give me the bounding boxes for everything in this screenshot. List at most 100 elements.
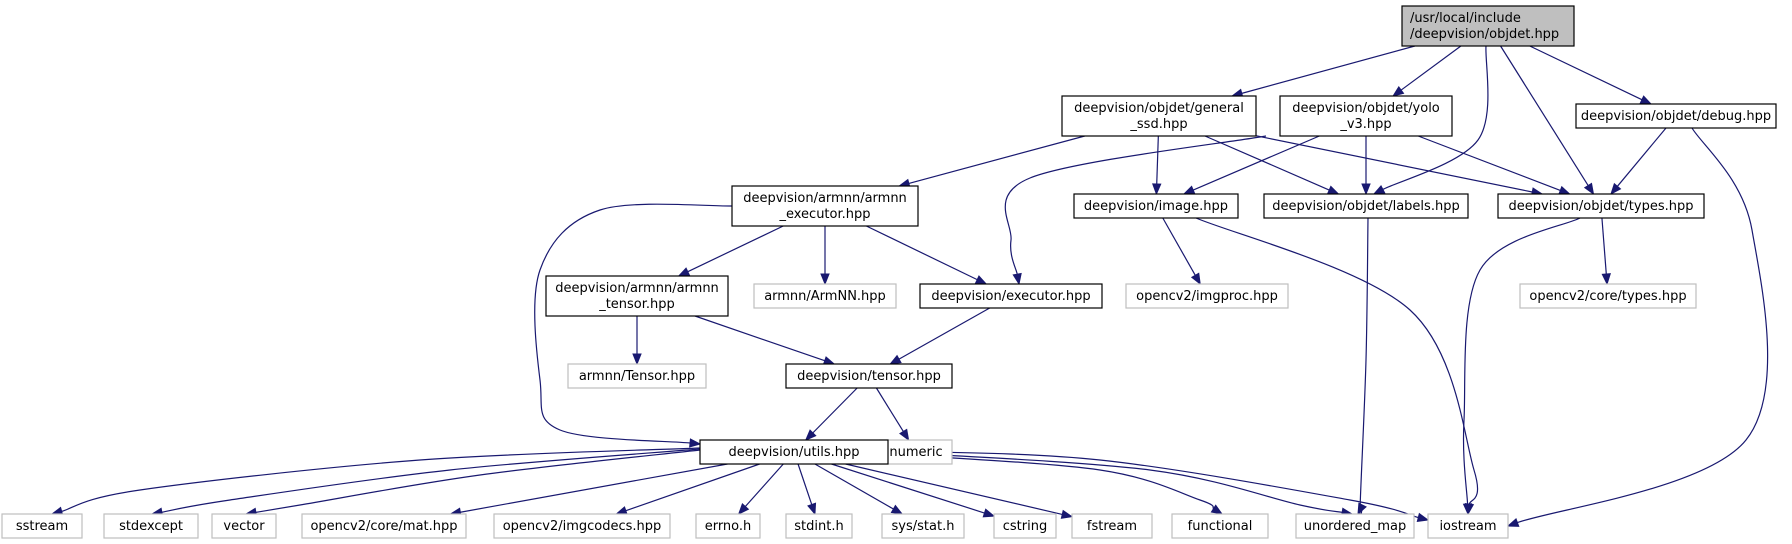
node-label: /usr/local/include [1410, 11, 1521, 26]
arrowhead-icon [1639, 95, 1653, 105]
edge-line [831, 463, 985, 514]
node-label: iostream [1439, 519, 1496, 534]
arrowhead-icon [1372, 184, 1386, 195]
node-box [1519, 283, 1697, 309]
node-general_ssd[interactable]: deepvision/objdet/general_ssd.hpp [1061, 95, 1257, 137]
arrowhead-icon [1601, 273, 1611, 286]
edge-image-to-iostream [1195, 217, 1479, 516]
node-box [493, 513, 671, 539]
edge-line [1517, 127, 1769, 524]
edge-line [1195, 217, 1479, 505]
node-objdet[interactable]: /usr/local/include/deepvision/objdet.hpp [1401, 5, 1575, 47]
node-box [1497, 193, 1705, 219]
node-imgcodecs: opencv2/imgcodecs.hpp [493, 513, 671, 539]
node-armnn_tensor[interactable]: deepvision/armnn/armnn_tensor.hpp [545, 275, 729, 317]
node-box [699, 439, 889, 465]
node-label: armnn/Tensor.hpp [579, 369, 695, 384]
arrowhead-icon [1152, 183, 1162, 196]
node-label: fstream [1087, 519, 1137, 534]
arrowhead-icon [889, 354, 902, 365]
node-imgproc: opencv2/imgproc.hpp [1125, 283, 1289, 309]
node-armnn_executor[interactable]: deepvision/armnn/armnn_executor.hpp [731, 185, 919, 227]
edge-line [814, 463, 894, 510]
node-vector: vector [211, 513, 277, 539]
node-debug[interactable]: deepvision/objdet/debug.hpp [1575, 103, 1777, 129]
node-tensor[interactable]: deepvision/tensor.hpp [785, 363, 953, 389]
node-box [753, 283, 897, 309]
node-fstream: fstream [1071, 513, 1153, 539]
node-label: deepvision/armnn/armnn [743, 191, 907, 206]
node-numeric: numeric [879, 439, 953, 465]
node-box [211, 513, 277, 539]
node-box [1279, 95, 1453, 137]
node-box [545, 275, 729, 317]
edge-line [1529, 45, 1643, 101]
node-label: _ssd.hpp [1129, 117, 1187, 132]
node-label: deepvision/executor.hpp [931, 289, 1090, 304]
node-box [103, 513, 199, 539]
node-label: deepvision/tensor.hpp [797, 369, 941, 384]
edge-types-to-cv_types [1601, 217, 1611, 286]
node-box [1073, 193, 1239, 219]
arrowhead-icon [615, 506, 628, 516]
edge-line [887, 450, 1419, 519]
arrowhead-icon [804, 429, 817, 441]
edge-armnn_executor-to-ArmNN [820, 226, 830, 286]
edge-utils-to-imgcodecs [615, 463, 760, 516]
arrowhead-icon [899, 428, 910, 442]
node-image[interactable]: deepvision/image.hpp [1073, 193, 1239, 219]
node-box [1, 513, 83, 539]
arrowhead-icon [807, 502, 817, 516]
node-label: deepvision/image.hpp [1084, 199, 1228, 214]
edge-yolo_v3-to-labels [1361, 136, 1371, 196]
node-yolo_v3[interactable]: deepvision/objdet/yolo_v3.hpp [1279, 95, 1453, 137]
edge-utils-to-errno [737, 463, 784, 516]
edge-line [908, 135, 1085, 184]
arrowhead-icon [1462, 503, 1473, 516]
edge-objdet-to-yolo_v3 [1392, 45, 1462, 97]
node-utils[interactable]: deepvision/utils.hpp [699, 439, 889, 465]
arrowhead-icon [689, 438, 702, 448]
node-label: deepvision/objdet/general [1074, 101, 1244, 116]
arrowhead-icon [737, 503, 750, 516]
edge-line [1192, 135, 1320, 191]
node-label: opencv2/imgproc.hpp [1136, 289, 1278, 304]
edge-line [1241, 45, 1416, 94]
node-cv_types: opencv2/core/types.hpp [1519, 283, 1697, 309]
edge-line [1400, 45, 1462, 91]
node-box [301, 513, 467, 539]
edge-tensor-to-numeric [875, 387, 910, 442]
edge-line [1462, 217, 1581, 505]
edge-general_ssd-to-image [1152, 135, 1162, 196]
edge-line [1418, 135, 1561, 191]
arrowhead-icon [1326, 185, 1340, 195]
node-label: stdexcept [119, 519, 183, 534]
edge-armnn_tensor-to-tensor [694, 315, 836, 366]
edge-tensor-to-utils [804, 387, 858, 441]
arrowhead-icon [974, 275, 988, 285]
arrowhead-icon [1416, 512, 1430, 522]
edge-objdet-to-general_ssd [1230, 45, 1416, 98]
node-labels[interactable]: deepvision/objdet/labels.hpp [1263, 193, 1469, 219]
edge-utils-to-functional [887, 453, 1224, 515]
node-executor[interactable]: deepvision/executor.hpp [919, 283, 1103, 309]
node-label: armnn/ArmNN.hpp [764, 289, 886, 304]
node-types[interactable]: deepvision/objdet/types.hpp [1497, 193, 1705, 219]
edge-armnn_executor-to-armnn_tensor [677, 225, 784, 277]
node-box [919, 283, 1103, 309]
node-label: deepvision/objdet/debug.hpp [1581, 109, 1771, 124]
node-label: opencv2/imgcodecs.hpp [503, 519, 662, 534]
edge-line [1204, 135, 1330, 191]
node-box [1401, 5, 1575, 47]
node-iostream: iostream [1427, 513, 1509, 539]
node-label: deepvision/objdet/yolo [1292, 101, 1440, 116]
edge-line [61, 447, 701, 512]
node-mat: opencv2/core/mat.hpp [301, 513, 467, 539]
edge-line [694, 315, 825, 362]
node-label: deepvision/utils.hpp [729, 445, 860, 460]
edge-line [1162, 217, 1196, 276]
node-box [1071, 513, 1153, 539]
edge-line [812, 387, 858, 434]
node-box [695, 513, 761, 539]
